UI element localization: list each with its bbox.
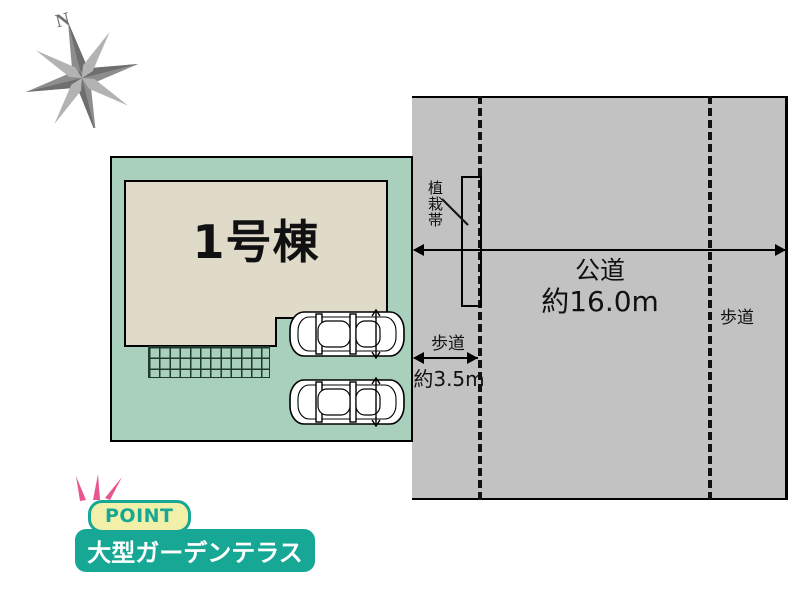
public-road-label: 公道 約16.0m xyxy=(500,256,700,318)
parked-car-icon-2 xyxy=(288,376,406,428)
public-road-width: 約16.0m xyxy=(541,285,659,318)
building-seam-fill xyxy=(126,315,275,319)
public-road-area xyxy=(412,96,788,500)
sidewalk-dimension-arrow-right xyxy=(467,352,478,364)
sidewalk-width-dimension-line xyxy=(414,357,478,359)
road-dimension-arrow-left xyxy=(413,244,424,256)
public-road-name: 公道 xyxy=(574,256,625,285)
sidewalk-left-width: 約3.5m xyxy=(413,367,485,391)
compass-rose-icon: N xyxy=(20,8,140,135)
building-footprint-main xyxy=(124,180,388,319)
parked-car-icon-1 xyxy=(288,308,406,360)
garden-terrace-grid xyxy=(148,346,270,378)
point-banner-text: 大型ガーデンテラス xyxy=(75,529,315,572)
building-footprint-wing xyxy=(124,317,277,347)
sidewalk-dimension-arrow-left xyxy=(413,352,424,364)
sidewalk-left-label: 歩道 xyxy=(431,334,465,354)
road-dimension-arrow-right xyxy=(775,244,786,256)
planting-strip-label: 植栽帯 xyxy=(428,179,444,229)
road-width-dimension-line xyxy=(414,249,786,251)
planting-strip-shape xyxy=(461,176,482,307)
point-badge: POINT xyxy=(88,500,191,533)
building-label: 1号棟 xyxy=(192,215,320,269)
planting-strip-leader-line xyxy=(441,198,471,228)
road-lane-divider-right xyxy=(708,96,712,500)
sparkle-icon xyxy=(72,474,132,506)
sidewalk-right-label: 歩道 xyxy=(720,308,754,328)
